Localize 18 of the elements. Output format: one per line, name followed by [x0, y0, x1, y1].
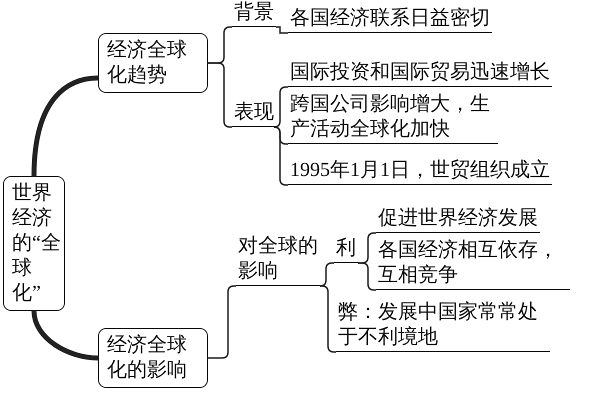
root-box: 世界经济的“全球化”: [3, 176, 65, 311]
leaf-text: 促进世界经济发展: [376, 206, 540, 233]
branch-label: 背景: [232, 0, 276, 27]
branch-label: 利: [334, 236, 358, 263]
branch-line: [276, 26, 288, 34]
leaf-text: 各国经济联系日益密切: [288, 6, 492, 33]
leaf-text: 各国经济相互依存，互相竞争: [376, 238, 570, 290]
leaf-text: 1995年1月1日，世贸组织成立: [288, 158, 552, 185]
leaf-text: 跨国公司影响增大，生产活动全球化加快: [288, 92, 498, 144]
branch-line: [319, 262, 334, 287]
branch-label: 对全球的影响: [236, 234, 320, 286]
thick-connector: [32, 310, 98, 360]
thick-connector: [32, 76, 98, 176]
leaf-text: 弊：发展中国家常常处于不利境地: [336, 300, 550, 352]
topic-box: 经济全球化的影响: [98, 328, 208, 388]
branch-label: 表现: [232, 100, 276, 127]
topic-box: 经济全球化趋势: [98, 33, 208, 93]
leaf-text: 国际投资和国际贸易迅速增长: [288, 60, 552, 87]
